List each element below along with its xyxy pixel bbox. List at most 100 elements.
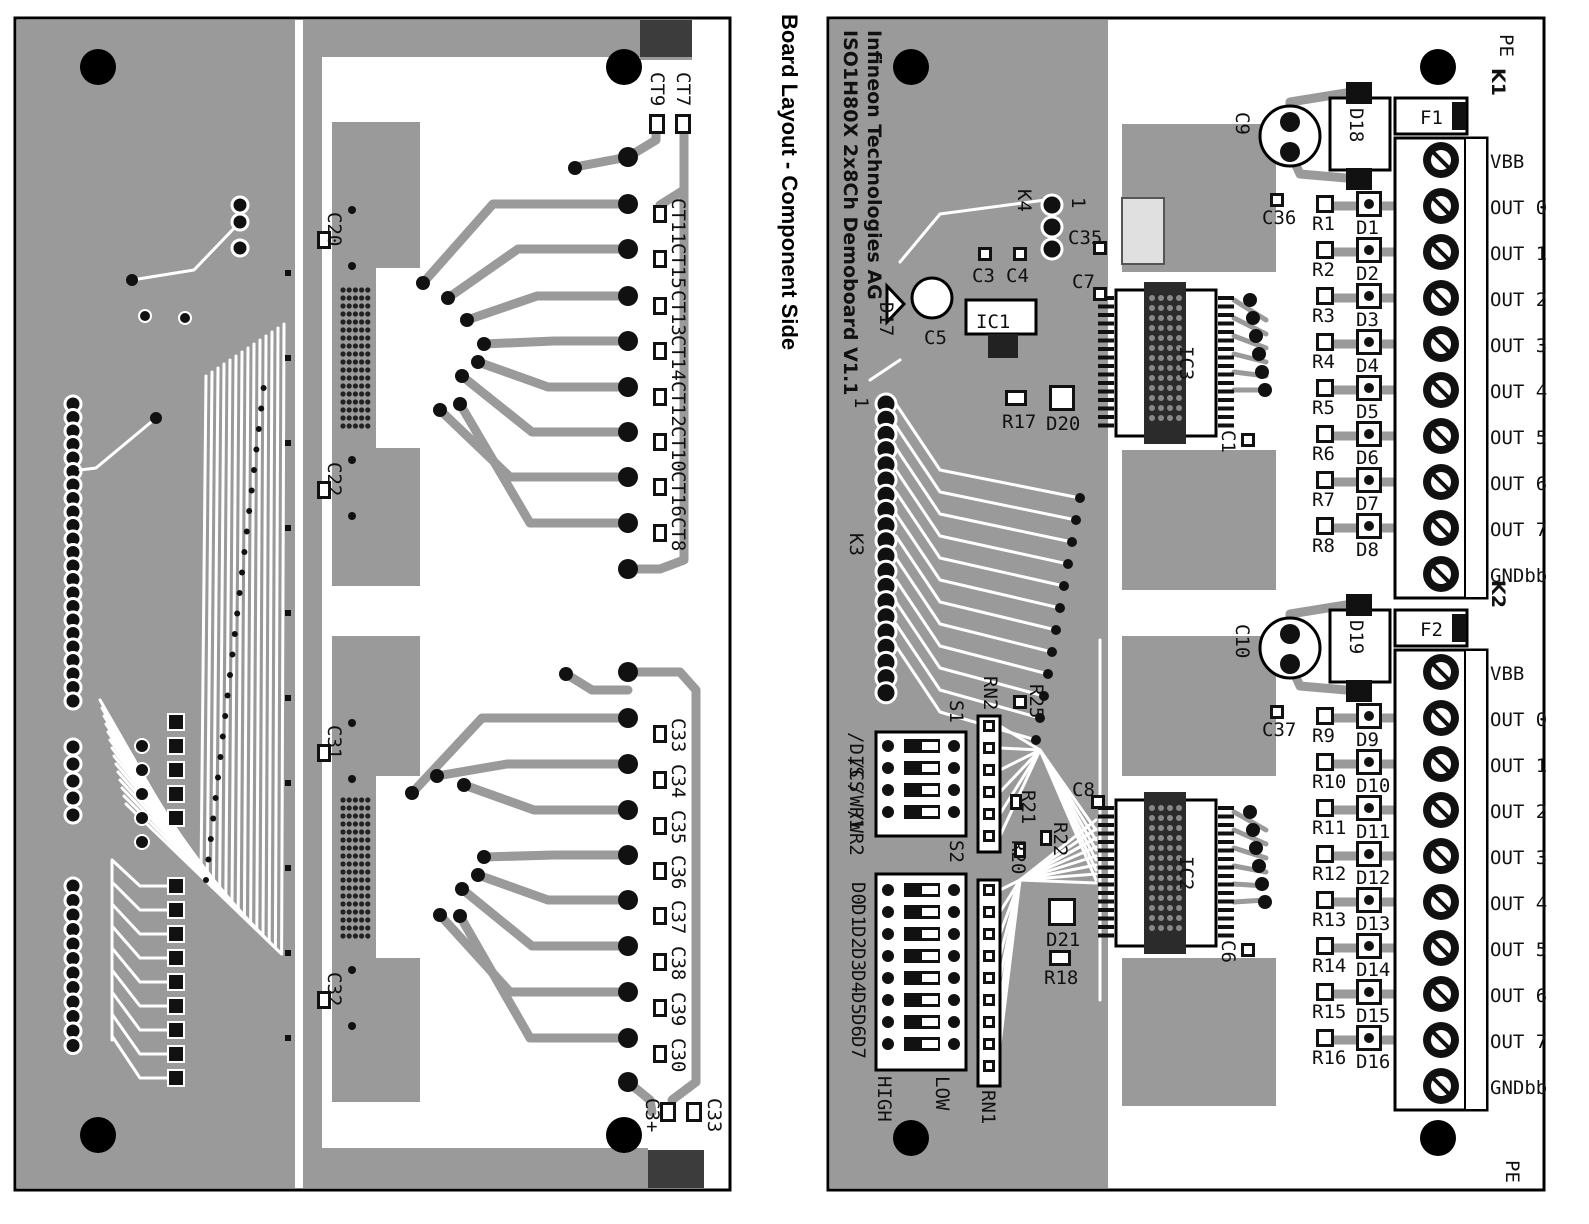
via xyxy=(477,337,491,351)
c5-label: C5 xyxy=(924,327,947,349)
via-top-5 xyxy=(618,377,638,397)
k2-cap-label: C10 xyxy=(1231,624,1253,658)
cap-label-top-3: CT14 xyxy=(667,335,689,381)
s2-pin-label-1: D1 xyxy=(847,904,869,927)
k1-res-label-1: R2 xyxy=(1312,259,1335,281)
via xyxy=(1258,383,1272,397)
k2-pin-label-9: GNDbb xyxy=(1490,1077,1547,1099)
k3-pin1: 1 xyxy=(850,397,872,408)
k1-res-label-5: R6 xyxy=(1312,443,1335,465)
cap-label-bot-1: C34 xyxy=(667,764,689,798)
k1-pin-label-8: OUT 7 xyxy=(1490,519,1547,541)
k1-pin-label-2: OUT 1 xyxy=(1490,243,1547,265)
via xyxy=(348,1022,356,1030)
k2-pin-label-1: OUT 0 xyxy=(1490,709,1547,731)
cap-label-top-5: CT10 xyxy=(667,426,689,472)
via xyxy=(1243,805,1257,819)
via xyxy=(457,778,471,792)
via-bot-9 xyxy=(618,1072,638,1092)
k1-res-label-2: R3 xyxy=(1312,305,1335,327)
k1-label: K1 xyxy=(1487,68,1509,96)
r25-label: R25 xyxy=(1025,684,1047,718)
s1-label: S1 xyxy=(945,700,967,723)
via xyxy=(1252,859,1266,873)
label-ct9: CT9 xyxy=(646,72,668,106)
info-line-2: ISO1H80X 2x8Ch Demoboard V1.1 xyxy=(839,30,861,395)
k1-res-label-0: R1 xyxy=(1312,213,1335,235)
k2-pin-label-0: VBB xyxy=(1490,663,1524,685)
cap-label-mid-3: C32 xyxy=(323,972,345,1006)
cap-label-bot-3: C36 xyxy=(667,855,689,889)
k2-pin-label-5: OUT 4 xyxy=(1490,893,1547,915)
k4-label: K4 xyxy=(1013,189,1035,212)
rn1-label: RN1 xyxy=(977,1090,999,1124)
via xyxy=(455,369,469,383)
k1-led-label-5: D6 xyxy=(1356,447,1379,469)
via-bot-6 xyxy=(618,936,638,956)
r22-label: R22 xyxy=(1049,822,1071,856)
ic3-label: IC3 xyxy=(1175,346,1197,380)
left-board: CT11CT15CT13CT14CT12CT10CT16CT8C33C34C35… xyxy=(13,16,732,1192)
k1-led-label-2: D3 xyxy=(1356,309,1379,331)
via xyxy=(348,719,356,727)
via xyxy=(348,456,356,464)
pe-bottom: PE xyxy=(1501,1160,1523,1183)
cap-label-top-0: CT11 xyxy=(667,198,689,244)
k1-pin-label-4: OUT 3 xyxy=(1490,335,1547,357)
c4-label: C4 xyxy=(1006,265,1029,287)
via xyxy=(453,397,467,411)
via xyxy=(433,403,447,417)
via xyxy=(348,775,356,783)
cap-label-bot-5: C38 xyxy=(667,946,689,980)
via xyxy=(1249,329,1263,343)
ic2-label: IC2 xyxy=(1175,856,1197,890)
via xyxy=(1243,293,1257,307)
rn2-label: RN2 xyxy=(979,676,1001,710)
k2-led-label-7: D16 xyxy=(1356,1051,1390,1073)
label-c3plus: C3+ xyxy=(641,1098,663,1132)
cap-label-bot-2: C35 xyxy=(667,810,689,844)
via-bot-5 xyxy=(618,890,638,910)
via-top-8 xyxy=(618,513,638,533)
s2-pin-label-4: D4 xyxy=(847,970,869,993)
k2-diode-label: D19 xyxy=(1345,620,1367,654)
via xyxy=(1252,347,1266,361)
k3-label: K3 xyxy=(845,533,867,556)
high-label: HIGH xyxy=(873,1076,895,1122)
cap-label-top-6: CT16 xyxy=(667,471,689,517)
via xyxy=(1255,365,1269,379)
k2-res-label-3: R12 xyxy=(1312,863,1346,885)
s2-pin-label-2: D2 xyxy=(847,926,869,949)
via xyxy=(1246,823,1260,837)
k2-led-label-0: D9 xyxy=(1356,729,1379,751)
via xyxy=(405,786,419,800)
s2-pin-label-5: D5 xyxy=(847,992,869,1015)
k2-led-label-5: D14 xyxy=(1356,959,1390,981)
r17-label: R17 xyxy=(1002,411,1036,433)
via-bot-1 xyxy=(618,708,638,728)
via xyxy=(460,313,474,327)
cap-label-top-7: CT8 xyxy=(667,517,689,551)
via xyxy=(433,908,447,922)
label-ct7: CT7 xyxy=(672,72,694,106)
k1-res-label-4: R5 xyxy=(1312,397,1335,419)
c8-label: C8 xyxy=(1072,779,1095,801)
via xyxy=(1255,877,1269,891)
via xyxy=(477,850,491,864)
k1-res-label-7: R8 xyxy=(1312,535,1335,557)
k1-led-label-3: D4 xyxy=(1356,355,1379,377)
k1-led-label-6: D7 xyxy=(1356,493,1379,515)
s2-label: S2 xyxy=(945,840,967,863)
k2-led-label-2: D11 xyxy=(1356,821,1390,843)
cap-label-bot-0: C33 xyxy=(667,718,689,752)
via xyxy=(348,262,356,270)
k1-res-label-6: R7 xyxy=(1312,489,1335,511)
k2-led-label-4: D13 xyxy=(1356,913,1390,935)
cap-label-mid-1: C22 xyxy=(323,462,345,496)
s1-pin-label-2: /WR1 xyxy=(845,784,867,830)
cap-label-mid-2: C31 xyxy=(323,725,345,759)
k2-led-label-1: D10 xyxy=(1356,775,1390,797)
via xyxy=(348,512,356,520)
k2-led-label-3: D12 xyxy=(1356,867,1390,889)
s1-pin-label-3: /WR2 xyxy=(845,810,867,856)
